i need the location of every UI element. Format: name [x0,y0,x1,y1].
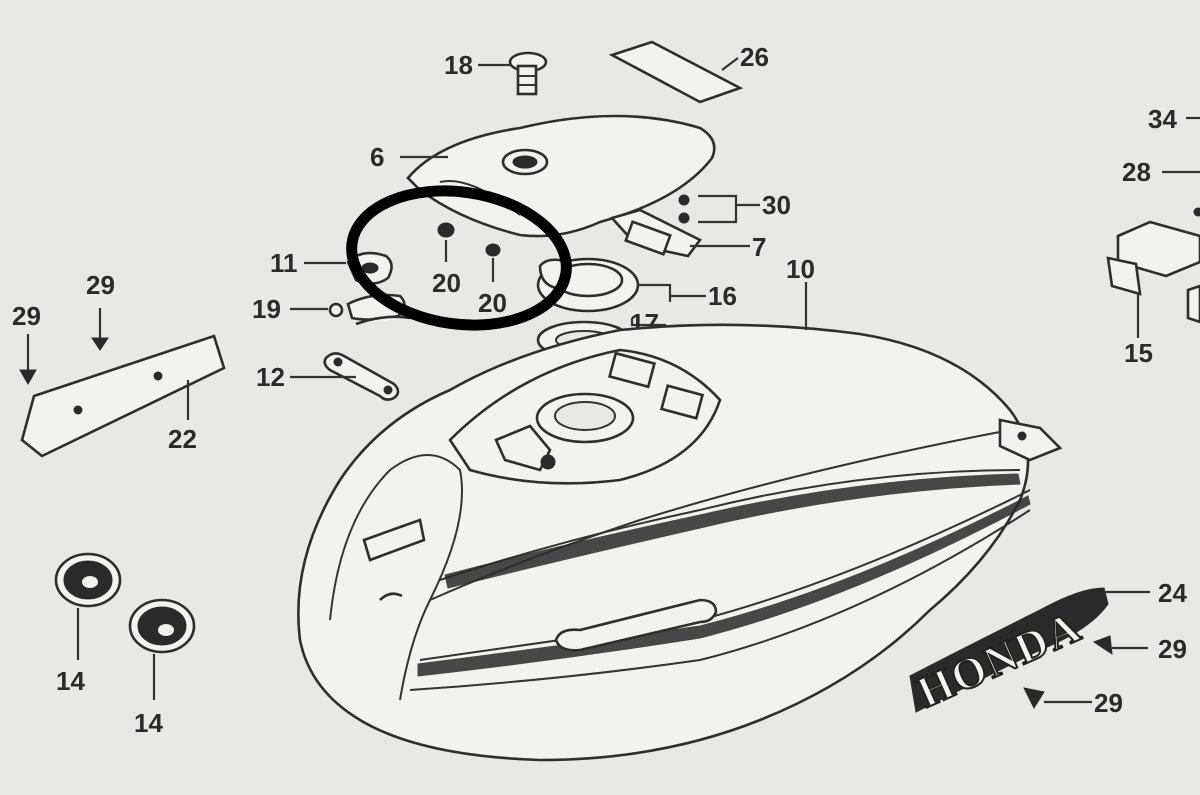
callout-15: 15 [1124,338,1153,368]
callout-16: 16 [708,281,737,311]
leader-26 [721,57,739,71]
callout-28: 28 [1122,157,1151,187]
part-6-cover [406,114,716,238]
part-7-bracket [609,208,702,258]
honda-emblem-text: HONDA [910,602,1089,717]
callout-12: 12 [256,362,285,392]
callout-29b: 29 [12,301,41,331]
part-30-screw [678,194,690,224]
part-22-strip [20,334,226,458]
callout-26: 26 [740,42,769,72]
part-29-screw-b [19,334,37,386]
callout-22: 22 [168,424,197,454]
callout-19: 19 [252,294,281,324]
callout-29c: 29 [1158,634,1187,664]
leader-16-bracket [638,283,672,302]
callout-7: 7 [752,232,766,262]
callout-34: 34 [1148,104,1177,134]
highlight-circle [346,185,572,331]
part-10-fuel-tank [297,323,1063,762]
leader-17 [630,318,666,327]
part-24-honda-emblem: HONDA [909,587,1109,718]
part-29-screw-a [91,308,109,351]
callout-10: 10 [786,254,815,284]
callout-29d: 29 [1094,688,1123,718]
part-29-screw-c [1092,635,1148,656]
part-18-bolt [508,51,548,96]
part-20-grommets [437,222,501,257]
leader-30-bracket [698,194,738,224]
callout-14a: 14 [56,666,85,696]
callout-20b: 20 [478,288,507,318]
callout-20a: 20 [432,268,461,298]
callout-24: 24 [1158,578,1187,608]
part-14-cushion-b [128,598,196,654]
part-26-pad [608,40,744,104]
callout-18: 18 [444,50,473,80]
callout-11: 11 [270,248,298,278]
part-14-cushion-a [54,552,122,608]
part-15-block [1106,207,1200,324]
callout-30: 30 [762,190,791,220]
part-29-screw-d [1023,687,1092,710]
callout-29a: 29 [86,270,115,300]
callout-6: 6 [370,142,384,172]
part-12-strap [323,352,400,401]
callout-14b: 14 [134,708,163,738]
